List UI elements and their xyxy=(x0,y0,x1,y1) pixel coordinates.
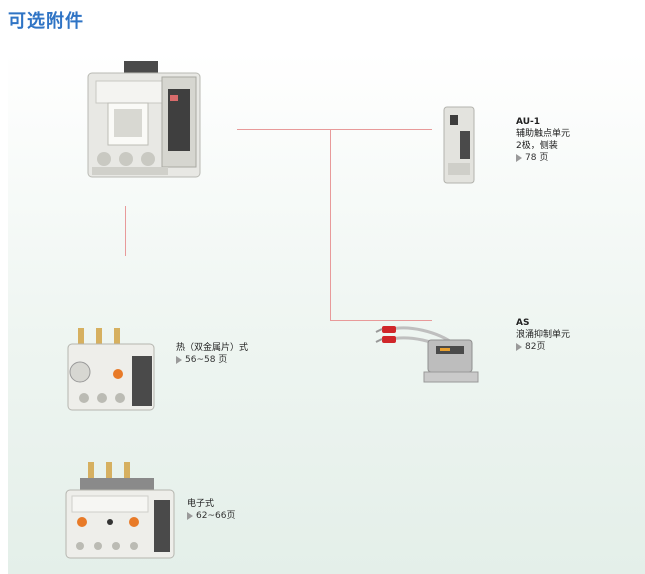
accessory-label-electronic: 电子式 62~66页 xyxy=(187,498,235,522)
accessory-code: AU-1 xyxy=(516,117,540,127)
arrow-right-icon xyxy=(176,356,182,364)
arrow-right-icon xyxy=(516,154,522,162)
page-ref-text: 78 页 xyxy=(525,153,549,163)
auxiliary-contact-image xyxy=(443,106,475,184)
electronic-relay-image xyxy=(65,462,175,559)
accessory-code: AS xyxy=(516,318,530,328)
page-ref: 62~66页 xyxy=(187,510,235,522)
accessory-label-au1: AU-1 辅助触点单元 2极，侧装 78 页 xyxy=(516,116,570,164)
connector-vertical-left xyxy=(125,206,126,256)
arrow-right-icon xyxy=(187,512,193,520)
connector-horizontal-top xyxy=(237,129,432,130)
accessory-desc: 2极，侧装 xyxy=(516,141,558,151)
surge-absorber-image xyxy=(375,326,479,383)
accessory-desc: 浪涌抑制单元 xyxy=(516,330,571,340)
connector-vertical-main xyxy=(330,129,331,321)
accessory-desc: 辅助触点单元 xyxy=(516,129,571,139)
accessory-desc: 热（双金属片）式 xyxy=(176,343,249,353)
page-ref-text: 56~58 页 xyxy=(185,355,228,365)
accessory-label-thermal: 热（双金属片）式 56~58 页 xyxy=(176,342,248,366)
page-ref-text: 82页 xyxy=(525,342,546,352)
page-ref-text: 62~66页 xyxy=(196,511,236,521)
page-title: 可选附件 xyxy=(8,11,84,32)
page-ref: 82页 xyxy=(516,341,570,353)
accessory-label-as: AS 浪涌抑制单元 82页 xyxy=(516,317,570,353)
contactor-image xyxy=(87,61,201,178)
arrow-right-icon xyxy=(516,343,522,351)
connector-horizontal-bottom xyxy=(330,320,432,321)
thermal-relay-image xyxy=(67,328,155,411)
page-ref: 56~58 页 xyxy=(176,354,248,366)
accessory-desc: 电子式 xyxy=(187,499,215,509)
page-ref: 78 页 xyxy=(516,152,570,164)
